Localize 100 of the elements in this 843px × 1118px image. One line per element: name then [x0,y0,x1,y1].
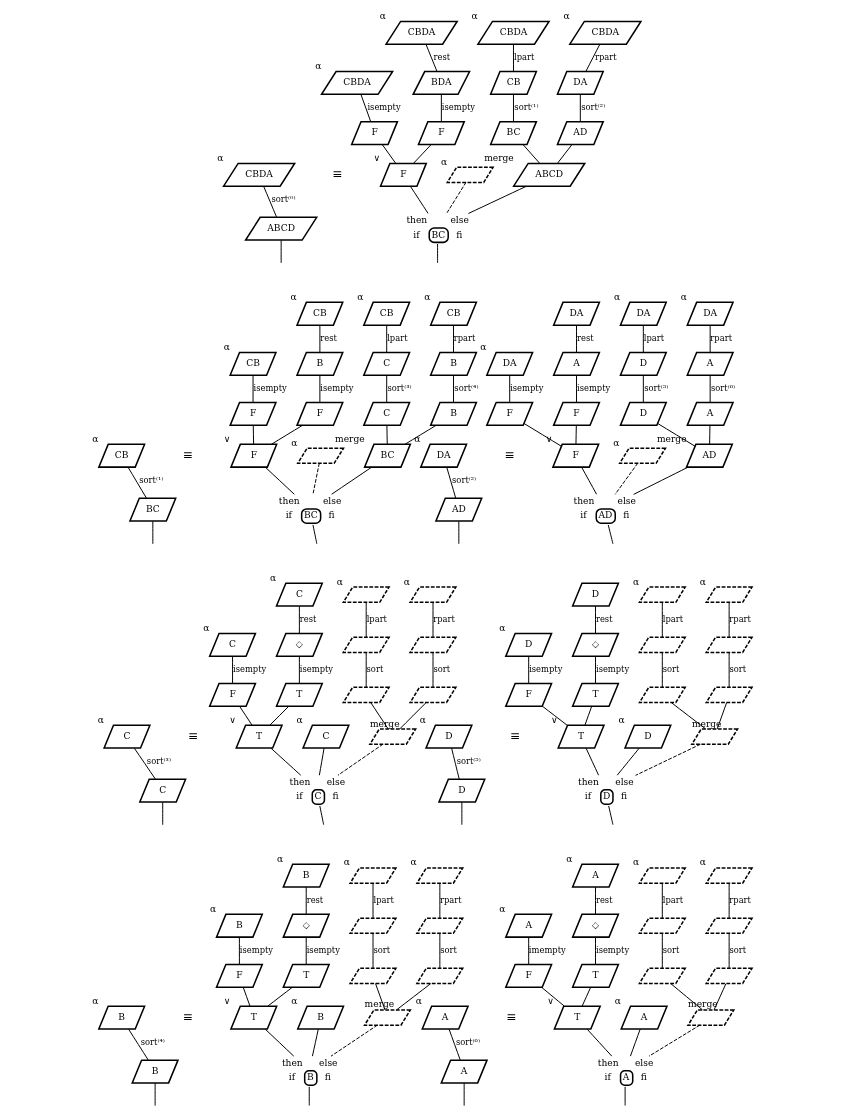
node-label: α [565,853,572,864]
connector [594,886,596,915]
node-label: if [604,1072,611,1083]
edge-label: rpart [728,894,751,905]
label: ≡ [182,1009,193,1024]
connector [527,936,529,965]
edge-label: sort⁽⁵⁾ [643,383,668,394]
edge-label: sort⁽²⁾ [451,474,476,485]
connector [728,601,730,638]
connector [632,466,688,495]
edge-label: isempty [528,663,562,674]
node-parallelogram [704,967,753,985]
connector [585,747,599,776]
node-label: fi [455,229,462,240]
node-label: else [322,496,341,507]
connector [522,144,540,164]
connector [318,324,320,353]
connector [438,882,440,919]
connector [381,144,396,164]
edge-label: isempty [299,663,333,674]
node-label: α [290,291,297,302]
node-parallelogram [415,867,464,884]
connector [385,374,387,403]
node-label: α [336,576,343,587]
connector [709,324,711,353]
connector [372,932,374,969]
edge-label: sort⁽¹⁾ [138,474,163,485]
edge-label: sort⁽⁵⁾ [456,755,481,766]
edge-label: rest [299,613,316,624]
edge-label: sort [729,663,746,674]
connector [614,462,638,495]
connector [432,601,433,638]
node-parallelogram [445,166,494,184]
node-label: α [471,10,478,21]
connector [318,374,320,403]
connector [231,655,233,684]
node-label: α [699,857,706,868]
node-label: α [216,152,223,163]
connector [252,374,254,403]
node-label: α [498,903,506,914]
node-label: α [699,576,706,587]
connector [133,747,156,780]
node-label: else [326,776,345,787]
node-parallelogram [637,636,687,654]
node-label: else [449,215,469,226]
connector [395,983,431,1011]
node-parallelogram [704,917,753,935]
node-label: α [314,60,321,71]
edge-label: isempty [253,383,287,394]
connector [713,983,726,1011]
node-label: fi [324,1072,331,1083]
edge-label: sort [432,663,450,674]
edge-label: sort⁽⁶⁾ [710,383,735,394]
connector [508,374,510,403]
node-label: fi [620,791,627,802]
edge-label: isempty [366,102,401,113]
edge-label: isempty [239,944,273,955]
connector [512,43,514,72]
node-parallelogram [341,686,390,704]
node-label: ∨ [228,714,236,725]
connector [161,801,163,826]
connector [385,324,387,353]
connector [151,520,153,545]
node-label: then [597,1057,619,1068]
node-label: α [612,437,619,448]
connector [412,144,432,164]
connector [607,524,613,545]
connector [372,882,374,919]
node-label: merge [656,433,687,444]
edge-label: rest [432,51,450,62]
connector [311,462,320,495]
edge-label: isempty [595,663,629,674]
connector [616,747,640,776]
connector [629,1028,641,1057]
node-label: ∨ [223,995,231,1006]
edge-label: lpart [662,894,683,905]
edge-label: rpart [432,613,455,624]
connector [268,705,289,726]
node-label: then [281,1057,303,1068]
node-parallelogram [704,586,753,604]
connector [270,425,303,445]
node-label: else [634,1057,653,1068]
node-label: α [440,156,447,167]
node-parallelogram [704,867,753,884]
connector [575,374,577,403]
node-label: then [577,776,599,787]
node-parallelogram [408,586,457,604]
edge-label: rpart [453,332,475,343]
node-label: α [498,622,506,633]
connector [661,601,663,638]
node-label: fi [640,1072,647,1083]
node-parallelogram [704,636,753,654]
node-label: α [290,995,297,1006]
edge-label: imempty [528,944,566,955]
node-parallelogram [704,686,753,704]
connector [579,93,581,122]
node-label: α [296,714,303,725]
connector [586,1028,612,1057]
connector [374,983,385,1011]
connector [463,1082,465,1107]
